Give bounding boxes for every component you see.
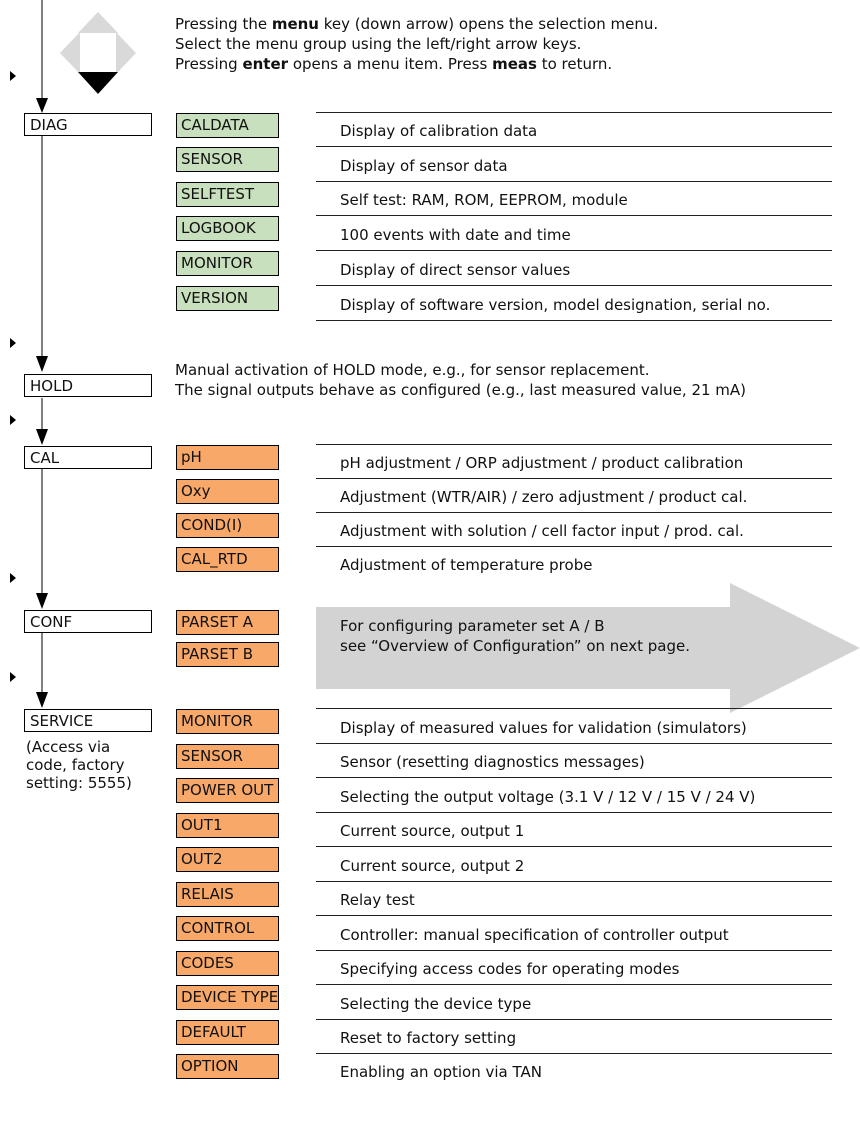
- menu-item-out1[interactable]: OUT1: [176, 813, 279, 838]
- item-description: Selecting the output voltage (3.1 V / 12…: [340, 788, 756, 806]
- row-divider: [316, 1053, 832, 1054]
- menu-item-parset-a[interactable]: PARSET A: [176, 610, 279, 635]
- item-description: Current source, output 1: [340, 822, 525, 840]
- item-description: pH adjustment / ORP adjustment / product…: [340, 454, 744, 472]
- item-description: Display of measured values for validatio…: [340, 719, 747, 737]
- menu-item-version[interactable]: VERSION: [176, 286, 279, 311]
- menu-item-device-type[interactable]: DEVICE TYPE: [176, 985, 279, 1010]
- menu-item-service-sensor[interactable]: SENSOR: [176, 744, 279, 769]
- menu-item-default[interactable]: DEFAULT: [176, 1020, 279, 1045]
- flow-arrow-icon: [36, 692, 48, 708]
- row-divider: [316, 285, 832, 286]
- flow-arrow-icon: [36, 593, 48, 609]
- row-divider: [316, 320, 832, 321]
- menu-item-service-monitor[interactable]: MONITOR: [176, 709, 279, 734]
- row-divider: [316, 812, 832, 813]
- item-description: Current source, output 2: [340, 857, 525, 875]
- intro-text: Pressing the menu key (down arrow) opens…: [175, 15, 659, 73]
- row-divider: [316, 444, 832, 445]
- row-divider: [316, 881, 832, 882]
- item-description: Sensor (resetting diagnostics messages): [340, 753, 645, 771]
- item-description: Specifying access codes for operating mo…: [340, 960, 680, 978]
- menu-item-control[interactable]: CONTROL: [176, 916, 279, 941]
- row-divider: [316, 546, 832, 547]
- service-access-note: (Access via code, factory setting: 5555): [26, 738, 132, 792]
- step-marker-icon: [10, 415, 16, 425]
- direction-keypad-icon: [60, 12, 136, 94]
- item-description: Controller: manual specification of cont…: [340, 926, 729, 944]
- large-right-arrow-icon: [316, 583, 860, 713]
- item-description: Enabling an option via TAN: [340, 1063, 542, 1081]
- row-divider: [316, 250, 832, 251]
- item-description: Reset to factory setting: [340, 1029, 517, 1047]
- item-description: Display of direct sensor values: [340, 261, 571, 279]
- row-divider: [316, 708, 832, 709]
- menu-item-selftest[interactable]: SELFTEST: [176, 182, 279, 207]
- item-description: Display of sensor data: [340, 157, 508, 175]
- flow-arrow-icon: [36, 356, 48, 372]
- row-divider: [316, 512, 832, 513]
- hold-description: Manual activation of HOLD mode, e.g., fo…: [175, 361, 747, 399]
- menu-item-codes[interactable]: CODES: [176, 951, 279, 976]
- group-diag[interactable]: DIAG: [24, 113, 152, 136]
- menu-item-logbook[interactable]: LOGBOOK: [176, 216, 279, 241]
- conf-description: For configuring parameter set A / B see …: [340, 617, 691, 655]
- flow-arrow-icon: [36, 98, 48, 113]
- group-cal[interactable]: CAL: [24, 446, 152, 469]
- group-conf[interactable]: CONF: [24, 610, 152, 633]
- flow-arrow-icon: [36, 429, 48, 445]
- group-hold[interactable]: HOLD: [24, 374, 152, 397]
- row-divider: [316, 112, 832, 113]
- item-description: Selecting the device type: [340, 995, 532, 1013]
- step-marker-icon: [10, 338, 16, 348]
- menu-item-caldata[interactable]: CALDATA: [176, 113, 279, 138]
- item-description: 100 events with date and time: [340, 226, 571, 244]
- menu-item-monitor[interactable]: MONITOR: [176, 251, 279, 276]
- row-divider: [316, 478, 832, 479]
- item-description: Self test: RAM, ROM, EEPROM, module: [340, 191, 628, 209]
- step-marker-icon: [10, 71, 16, 81]
- item-description: Relay test: [340, 891, 415, 909]
- menu-item-power-out[interactable]: POWER OUT: [176, 778, 279, 803]
- row-divider: [316, 181, 832, 182]
- row-divider: [316, 215, 832, 216]
- item-description: Display of software version, model desig…: [340, 296, 771, 314]
- menu-item-cond[interactable]: COND(I): [176, 513, 279, 538]
- row-divider: [316, 915, 832, 916]
- step-marker-icon: [10, 573, 16, 583]
- menu-item-ph[interactable]: pH: [176, 445, 279, 470]
- menu-item-oxy[interactable]: Oxy: [176, 479, 279, 504]
- row-divider: [316, 743, 832, 744]
- menu-item-parset-b[interactable]: PARSET B: [176, 642, 279, 667]
- menu-item-relais[interactable]: RELAIS: [176, 882, 279, 907]
- row-divider: [316, 984, 832, 985]
- item-description: Adjustment (WTR/AIR) / zero adjustment /…: [340, 488, 748, 506]
- group-service[interactable]: SERVICE: [24, 709, 152, 732]
- row-divider: [316, 950, 832, 951]
- item-description: Display of calibration data: [340, 122, 538, 140]
- row-divider: [316, 846, 832, 847]
- item-description: Adjustment of temperature probe: [340, 556, 593, 574]
- row-divider: [316, 146, 832, 147]
- menu-item-cal-rtd[interactable]: CAL_RTD: [176, 547, 279, 572]
- step-marker-icon: [10, 672, 16, 682]
- row-divider: [316, 1019, 832, 1020]
- row-divider: [316, 777, 832, 778]
- menu-item-option[interactable]: OPTION: [176, 1054, 279, 1079]
- menu-item-out2[interactable]: OUT2: [176, 847, 279, 872]
- item-description: Adjustment with solution / cell factor i…: [340, 522, 744, 540]
- down-arrow-key-icon: [78, 72, 118, 94]
- menu-item-sensor[interactable]: SENSOR: [176, 147, 279, 172]
